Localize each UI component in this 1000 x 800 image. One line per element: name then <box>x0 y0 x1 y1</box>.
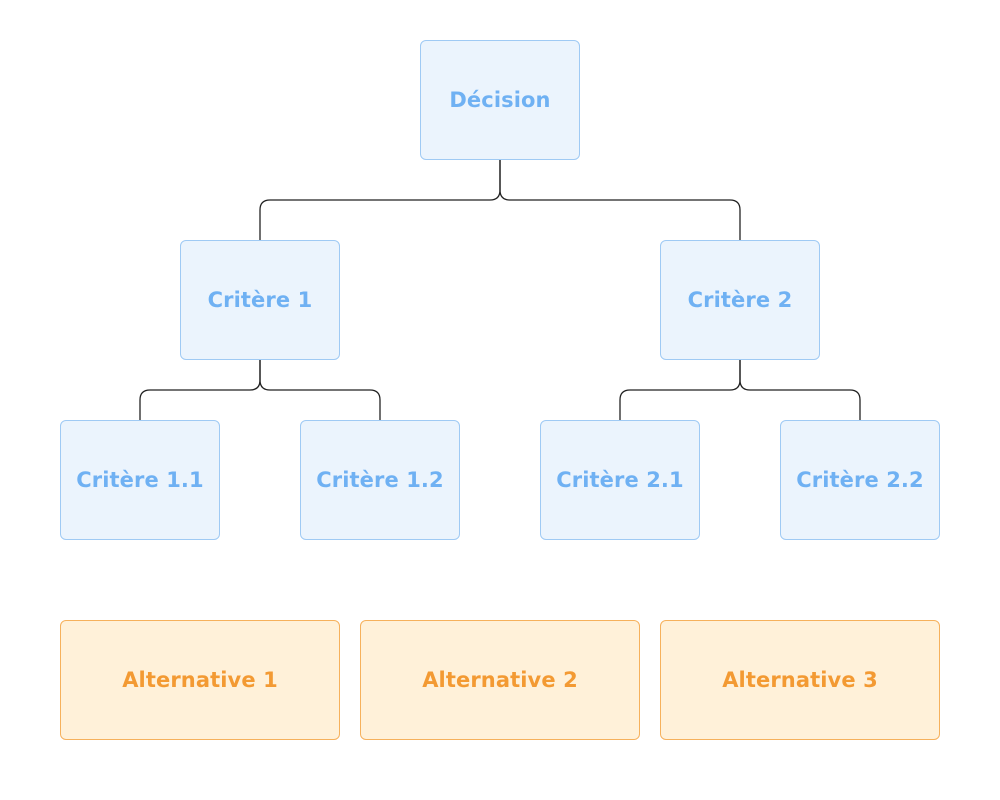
criterion-node-label: Critère 2 <box>687 288 793 312</box>
criterion-node-2[interactable]: Critère 2 <box>660 240 820 360</box>
subcriterion-node-label: Critère 2.1 <box>556 468 684 492</box>
connector-decision-criterion-2 <box>499 160 741 240</box>
connector-criterion-1-sub-1 <box>139 360 261 420</box>
goal-node-decision[interactable]: Décision <box>420 40 580 160</box>
alternative-node-label: Alternative 3 <box>722 668 878 692</box>
connector-criterion-1-sub-2 <box>259 360 381 420</box>
alternative-node-label: Alternative 2 <box>422 668 578 692</box>
subcriterion-node-label: Critère 1.2 <box>316 468 444 492</box>
criterion-node-1[interactable]: Critère 1 <box>180 240 340 360</box>
goal-node-label: Décision <box>449 88 551 112</box>
alternative-node-1[interactable]: Alternative 1 <box>60 620 340 740</box>
connector-criterion-2-sub-1 <box>619 360 741 420</box>
subcriterion-node-label: Critère 1.1 <box>76 468 204 492</box>
alternative-node-2[interactable]: Alternative 2 <box>360 620 640 740</box>
subcriterion-node-1-1[interactable]: Critère 1.1 <box>60 420 220 540</box>
subcriterion-node-2-2[interactable]: Critère 2.2 <box>780 420 940 540</box>
connector-criterion-2-sub-2 <box>739 360 861 420</box>
criterion-node-label: Critère 1 <box>207 288 313 312</box>
alternative-node-3[interactable]: Alternative 3 <box>660 620 940 740</box>
connector-decision-criterion-1 <box>259 160 501 240</box>
subcriterion-node-2-1[interactable]: Critère 2.1 <box>540 420 700 540</box>
subcriterion-node-label: Critère 2.2 <box>796 468 924 492</box>
alternative-node-label: Alternative 1 <box>122 668 278 692</box>
subcriterion-node-1-2[interactable]: Critère 1.2 <box>300 420 460 540</box>
